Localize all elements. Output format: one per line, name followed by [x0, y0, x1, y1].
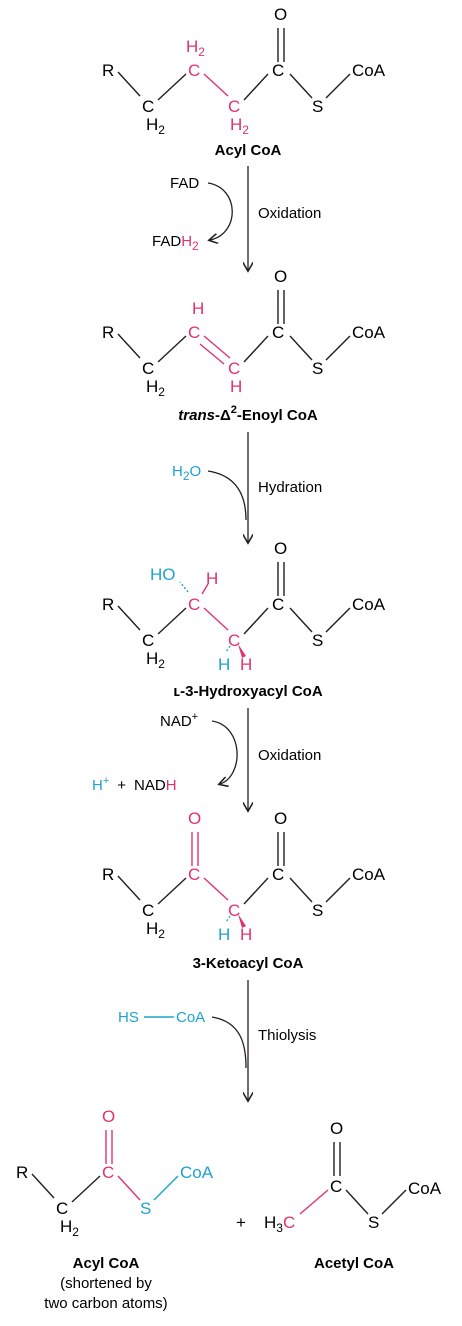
atom-r: R — [102, 61, 114, 80]
nadh-out: H++NADH — [92, 775, 177, 794]
atom-h2: H2 — [230, 115, 249, 137]
label-ketoacyl-coa: 3-Ketoacyl CoA — [193, 955, 304, 972]
atom-coa: CoA — [352, 865, 386, 884]
atom-coa: CoA — [408, 1179, 442, 1198]
hydroxyacyl-coa-structure: R C H2 HO H C C H H C O S CoA — [102, 539, 386, 674]
coa-sh-in: CoA — [176, 1009, 205, 1026]
atom-r: R — [16, 1163, 28, 1182]
atom-h: H — [192, 299, 204, 318]
atom-o: O — [274, 267, 287, 286]
atom-h2: H2 — [146, 649, 165, 671]
atom-h2: H2 — [146, 115, 165, 137]
atom-c: C — [142, 901, 154, 920]
step-name: Oxidation — [258, 205, 321, 222]
atom-h: H — [240, 925, 252, 944]
atom-c: C — [228, 359, 240, 378]
step-oxidation-fad: FAD FADH2 Oxidation — [152, 166, 321, 270]
atom-h: H — [206, 569, 218, 588]
atom-coa: CoA — [352, 595, 386, 614]
atom-o: O — [330, 1119, 343, 1138]
atom-c: C — [228, 97, 240, 116]
atom-s: S — [312, 631, 323, 650]
atom-r: R — [102, 323, 114, 342]
atom-r: R — [102, 595, 114, 614]
atom-s: S — [368, 1213, 379, 1232]
atom-h: H — [218, 655, 230, 674]
atom-s: S — [140, 1199, 151, 1218]
plus-sign: + — [236, 1213, 246, 1232]
atom-h3c: H3C — [264, 1213, 295, 1235]
atom-o: O — [102, 1107, 115, 1126]
atom-h2: H2 — [146, 377, 165, 399]
label-acyl-coa: Acyl CoA — [215, 142, 282, 159]
atom-c: C — [228, 631, 240, 650]
atom-c: C — [142, 359, 154, 378]
atom-o: O — [274, 539, 287, 558]
atom-c: C — [102, 1163, 114, 1182]
fad-in: FAD — [170, 175, 199, 192]
atom-c: C — [142, 97, 154, 116]
atom-s: S — [312, 359, 323, 378]
atom-c: C — [272, 595, 284, 614]
atom-c: C — [272, 865, 284, 884]
nad-in: NAD+ — [160, 711, 198, 730]
atom-o: O — [188, 809, 201, 828]
atom-c: C — [188, 61, 200, 80]
atom-r: R — [102, 865, 114, 884]
atom-c: C — [142, 631, 154, 650]
label-acyl-coa-shortened: Acyl CoA — [73, 1255, 140, 1272]
atom-c: C — [188, 595, 200, 614]
atom-h: H — [240, 655, 252, 674]
atom-coa: CoA — [180, 1163, 214, 1182]
acyl-coa-structure: R C H2 H2 C C H2 C O S CoA — [102, 5, 386, 137]
atom-ho: HO — [150, 565, 176, 584]
acyl-coa-shortened-structure: R C H2 O C S CoA — [16, 1107, 214, 1239]
ketoacyl-coa-structure: R C H2 O C C H H C O S CoA — [102, 809, 386, 944]
atom-h2: H2 — [60, 1217, 79, 1239]
acetyl-coa-structure: H3C C O S CoA — [264, 1119, 442, 1235]
water-in: H2O — [172, 463, 201, 483]
label-shortened-note: (shortened by — [60, 1275, 152, 1292]
label-acetyl-coa: Acetyl CoA — [314, 1255, 394, 1272]
atom-h2: H2 — [146, 919, 165, 941]
atom-h: H — [230, 377, 242, 396]
atom-coa: CoA — [352, 61, 386, 80]
step-oxidation-nad: NAD+ H++NADH Oxidation — [92, 708, 321, 810]
atom-c: C — [188, 323, 200, 342]
atom-s: S — [312, 97, 323, 116]
coa-sh-in: HS — [118, 1009, 139, 1026]
atom-c: C — [330, 1177, 342, 1196]
atom-c: C — [272, 323, 284, 342]
step-name: Oxidation — [258, 747, 321, 764]
atom-c: C — [188, 865, 200, 884]
step-hydration: H2O Hydration — [172, 432, 322, 542]
fadh2-out: FADH2 — [152, 233, 199, 253]
atom-h: H — [218, 925, 230, 944]
step-name: Thiolysis — [258, 1027, 316, 1044]
label-enoyl-coa: trans-Δ2-Enoyl CoA — [178, 404, 318, 424]
enoyl-coa-structure: R C H2 H C C H C O S CoA — [102, 267, 386, 399]
label-hydroxyacyl-coa: ʟ-3-Hydroxyacyl CoA — [173, 683, 322, 700]
atom-s: S — [312, 901, 323, 920]
atom-c: C — [272, 61, 284, 80]
atom-h2: H2 — [186, 37, 205, 59]
atom-o: O — [274, 5, 287, 24]
atom-c: C — [228, 901, 240, 920]
label-shortened-note: two carbon atoms) — [44, 1295, 167, 1312]
atom-o: O — [274, 809, 287, 828]
atom-coa: CoA — [352, 323, 386, 342]
step-name: Hydration — [258, 479, 322, 496]
step-thiolysis: HS CoA Thiolysis — [118, 980, 316, 1100]
atom-c: C — [56, 1199, 68, 1218]
